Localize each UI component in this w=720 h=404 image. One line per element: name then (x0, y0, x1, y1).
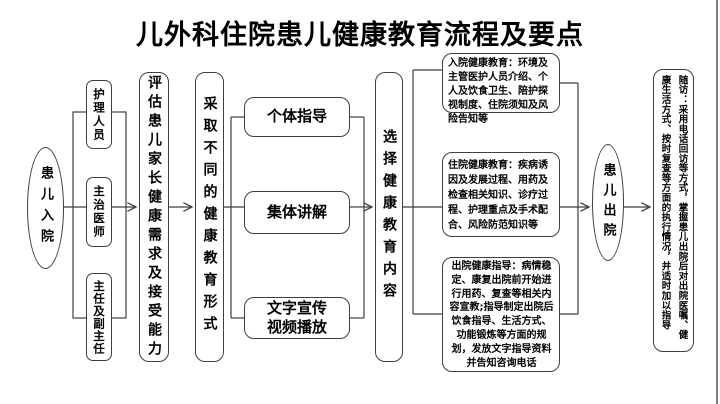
format-box-individual-guidance: 个体指导 (244, 97, 350, 137)
staff-box-nursing: 护理人员 (86, 80, 112, 149)
detail-box-discharge-guidance: 出院健康指导：病情稳定、康复出院前开始进行用药、复查等相关内容宣教;指导制定出院… (442, 257, 560, 372)
followup-box: 随访：采用电话回访等方式，掌握患儿出院后对出院医嘱、健康生活方式、按时复查等方面… (653, 69, 694, 352)
format-box-group-lecture: 集体讲解 (244, 191, 350, 234)
slide-right-border (716, 0, 718, 404)
education-form-box: 采取不同的健康教育形式 (195, 72, 224, 362)
staff-box-director: 主任及副主任 (86, 273, 112, 361)
assess-needs-box: 评估患儿家长健康需求及接受能力 (139, 72, 169, 362)
staff-box-attending-physician: 主治医师 (86, 177, 112, 247)
start-node-patient-admission: 患儿入院 (27, 147, 64, 269)
page-title: 儿外科住院患儿健康教育流程及要点 (136, 20, 584, 51)
format-box-leaflet-video: 文字宣传 视频播放 (244, 297, 350, 339)
end-node-patient-discharge: 患儿出院 (592, 144, 624, 261)
select-content-box: 选择健康教育内容 (375, 72, 403, 362)
detail-box-hospitalization-education: 住院健康教育：疾病诱因及发展过程、用药及检查相关知识、诊疗过程、护理重点及手术配… (442, 152, 560, 237)
detail-box-admission-education: 入院健康教育：环境及主管医护人员介绍、个人及饮食卫生、陪护探视制度、住院须知及风… (442, 53, 560, 125)
